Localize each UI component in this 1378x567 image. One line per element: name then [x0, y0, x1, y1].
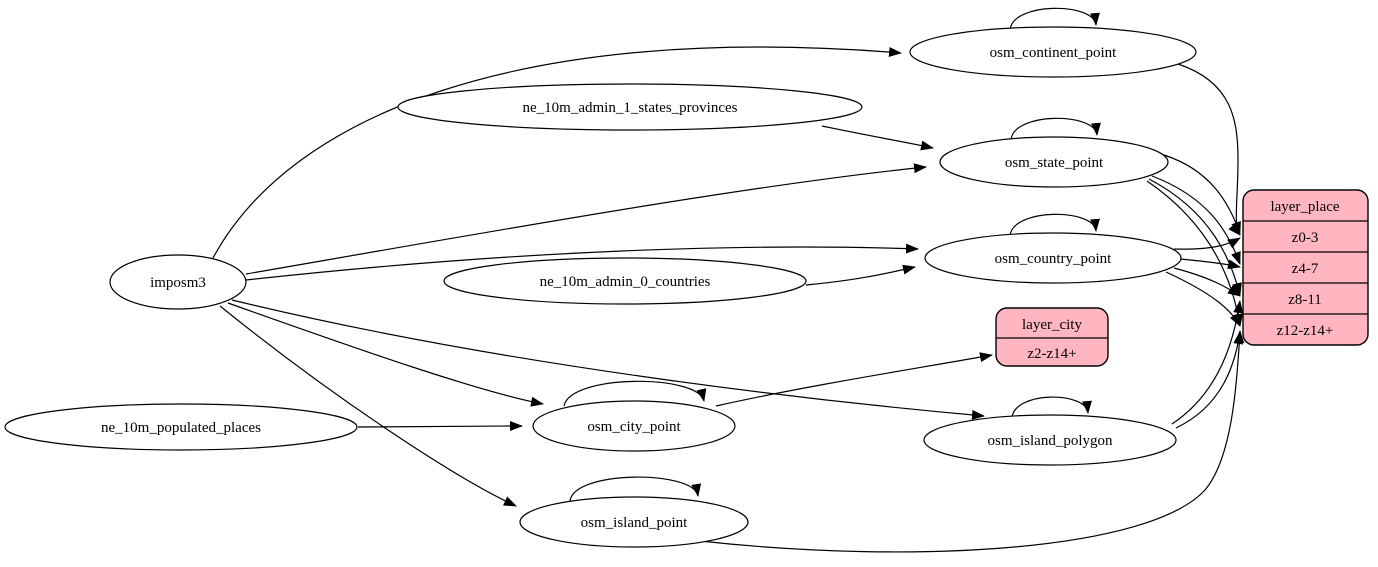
edge-osm_city_point--layer_city-z2-z14	[715, 352, 993, 407]
nodes-group: imposm3 ne_10m_admin_1_states_provinces …	[4, 26, 1197, 548]
edge-osm_country_point--self-loop	[1009, 213, 1100, 237]
edge-osm_state_point--self-loop	[1010, 117, 1101, 141]
record-layer_place: layer_place z0-3 z4-7 z8-11 z12-z14+	[1242, 189, 1369, 346]
edge-osm_island_polygon--layer_place-z8-11	[1171, 300, 1244, 425]
node-osm_island_point-shape	[519, 496, 749, 548]
record-layer_place-row-z12-z14: z12-z14+	[1277, 323, 1334, 339]
node-ne_10m_admin_1_states_provinces: ne_10m_admin_1_states_provinces	[397, 83, 863, 131]
node-osm_island_point-label: osm_island_point	[581, 515, 689, 531]
edge-osm_city_point--self-loop	[563, 380, 707, 407]
record-layer_place-box	[1242, 189, 1369, 346]
node-osm_continent_point-label: osm_continent_point	[990, 45, 1117, 61]
node-osm_island_polygon-label: osm_island_polygon	[987, 433, 1113, 449]
record-layer_city-box	[995, 307, 1109, 367]
edge-osm_state_point--layer_place-z8-11	[1148, 178, 1242, 296]
edge-imposm3--osm_island_polygon	[231, 299, 985, 420]
node-osm_island_point: osm_island_point	[519, 496, 749, 548]
node-ne_10m_admin_1_states_provinces-label: ne_10m_admin_1_states_provinces	[523, 100, 738, 116]
edges-group	[212, 7, 1245, 553]
record-layer_place-row-z0-3: z0-3	[1292, 230, 1319, 246]
node-osm_state_point-shape	[939, 136, 1169, 188]
node-ne_10m_admin_0_countries: ne_10m_admin_0_countries	[443, 257, 807, 305]
record-layer_place-row-z8-11: z8-11	[1288, 292, 1322, 308]
node-osm_island_polygon-shape	[923, 414, 1177, 466]
edge-imposm3--osm_state_point	[245, 163, 927, 275]
node-ne_10m_populated_places-label: ne_10m_populated_places	[101, 420, 261, 436]
node-ne_10m_admin_1_states_provinces-shape	[397, 83, 863, 131]
node-ne_10m_admin_0_countries-shape	[443, 257, 807, 305]
edge-osm_country_point--layer_place-z4-7	[1179, 258, 1241, 270]
node-osm_country_point-shape	[924, 232, 1182, 284]
edge-imposm3--osm_island_point	[219, 305, 517, 507]
record-layer_city-title: layer_city	[1022, 317, 1082, 333]
edge-imposm3--osm_country_point	[245, 243, 919, 281]
edge-imposm3--osm_city_point	[227, 302, 544, 407]
node-osm_state_point: osm_state_point	[939, 136, 1169, 188]
node-imposm3-shape	[109, 254, 247, 310]
record-layer_place-title: layer_place	[1270, 199, 1339, 215]
edge-imposm3--osm_continent_point	[212, 46, 902, 259]
node-osm_island_polygon: osm_island_polygon	[923, 414, 1177, 466]
edge-osm_country_point--layer_place-z0-3	[1173, 237, 1241, 250]
edge-osm_country_point--layer_place-z12-z14	[1165, 271, 1241, 327]
edge-osm_state_point--layer_place-z4-7	[1151, 175, 1241, 265]
edge-ne_10m_populated_places--osm_city_point	[357, 421, 523, 432]
node-osm_state_point-label: osm_state_point	[1005, 155, 1104, 171]
record-layer_city: layer_city z2-z14+	[995, 307, 1109, 367]
edge-ne_10m_admin_1_states_provinces--osm_state_point	[821, 125, 934, 151]
node-osm_city_point-shape	[532, 400, 736, 452]
edge-osm_island_point--self-loop	[569, 476, 702, 502]
edge-osm_continent_point--self-loop	[1009, 7, 1100, 31]
record-layer_place-row-z4-7: z4-7	[1292, 261, 1319, 277]
node-osm_country_point: osm_country_point	[924, 232, 1182, 284]
edge-ne_10m_admin_0_countries--osm_country_point	[805, 264, 916, 286]
node-ne_10m_admin_0_countries-label: ne_10m_admin_0_countries	[540, 274, 711, 290]
record-layer_city-row-z2-z14: z2-z14+	[1027, 346, 1076, 362]
node-imposm3-label: imposm3	[150, 275, 206, 291]
node-imposm3: imposm3	[109, 254, 247, 310]
node-ne_10m_populated_places-shape	[4, 403, 358, 451]
edge-osm_country_point--layer_place-z8-11	[1173, 267, 1241, 297]
edge-osm_island_polygon--layer_place-z12-z14	[1175, 331, 1244, 429]
node-osm_continent_point-shape	[909, 26, 1197, 78]
node-osm_continent_point: osm_continent_point	[909, 26, 1197, 78]
node-ne_10m_populated_places: ne_10m_populated_places	[4, 403, 358, 451]
edge-osm_island_point--layer_place-z12-z14	[699, 330, 1245, 553]
node-osm_city_point: osm_city_point	[532, 400, 736, 452]
node-osm_city_point-label: osm_city_point	[587, 419, 681, 435]
edge-osm_state_point--layer_place-z0-3	[1163, 154, 1241, 235]
node-osm_country_point-label: osm_country_point	[995, 251, 1112, 267]
edge-osm_continent_point--layer_place-z0-3	[1177, 63, 1241, 236]
edge-osm_island_polygon--self-loop	[1011, 396, 1092, 419]
